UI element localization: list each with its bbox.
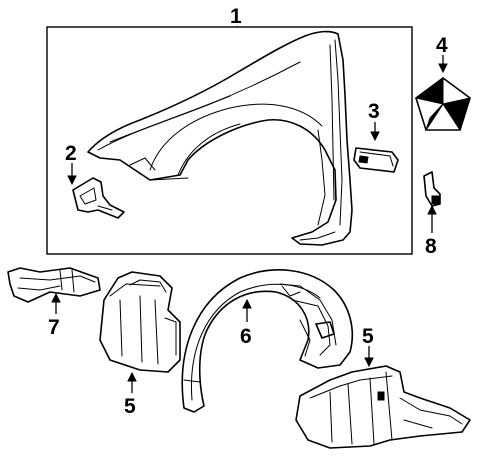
fender-bracket bbox=[72, 177, 125, 219]
callout-8: 8 bbox=[425, 235, 437, 258]
callout-2-arrowhead bbox=[67, 175, 77, 186]
callout-8-arrowhead bbox=[427, 204, 437, 215]
side-marker-lamp bbox=[353, 147, 399, 173]
splash-shield bbox=[7, 267, 101, 303]
callout-7-arrowhead bbox=[51, 292, 61, 303]
splash-shield-right bbox=[295, 365, 471, 449]
callout-5-left: 5 bbox=[124, 395, 136, 418]
pentastar-emblem bbox=[414, 77, 471, 132]
splash-shield-left bbox=[99, 271, 181, 373]
callout-1: 1 bbox=[230, 5, 242, 28]
callout-4: 4 bbox=[436, 34, 448, 57]
fender-assembly-frame bbox=[46, 26, 413, 255]
callout-7: 7 bbox=[48, 316, 60, 339]
callout-3-arrowhead bbox=[370, 131, 380, 142]
front-fender bbox=[87, 30, 353, 246]
callout-6-arrowhead bbox=[242, 298, 252, 309]
callout-5-right-arrowhead bbox=[364, 357, 374, 368]
callout-2: 2 bbox=[65, 142, 77, 165]
callout-5-right: 5 bbox=[362, 325, 374, 348]
fender-clip bbox=[423, 171, 441, 207]
callout-6: 6 bbox=[240, 325, 252, 348]
callout-4-arrowhead bbox=[438, 63, 448, 74]
callout-5-left-arrowhead bbox=[127, 371, 137, 382]
callout-3: 3 bbox=[368, 100, 380, 123]
wheelhouse-liner bbox=[181, 269, 354, 413]
